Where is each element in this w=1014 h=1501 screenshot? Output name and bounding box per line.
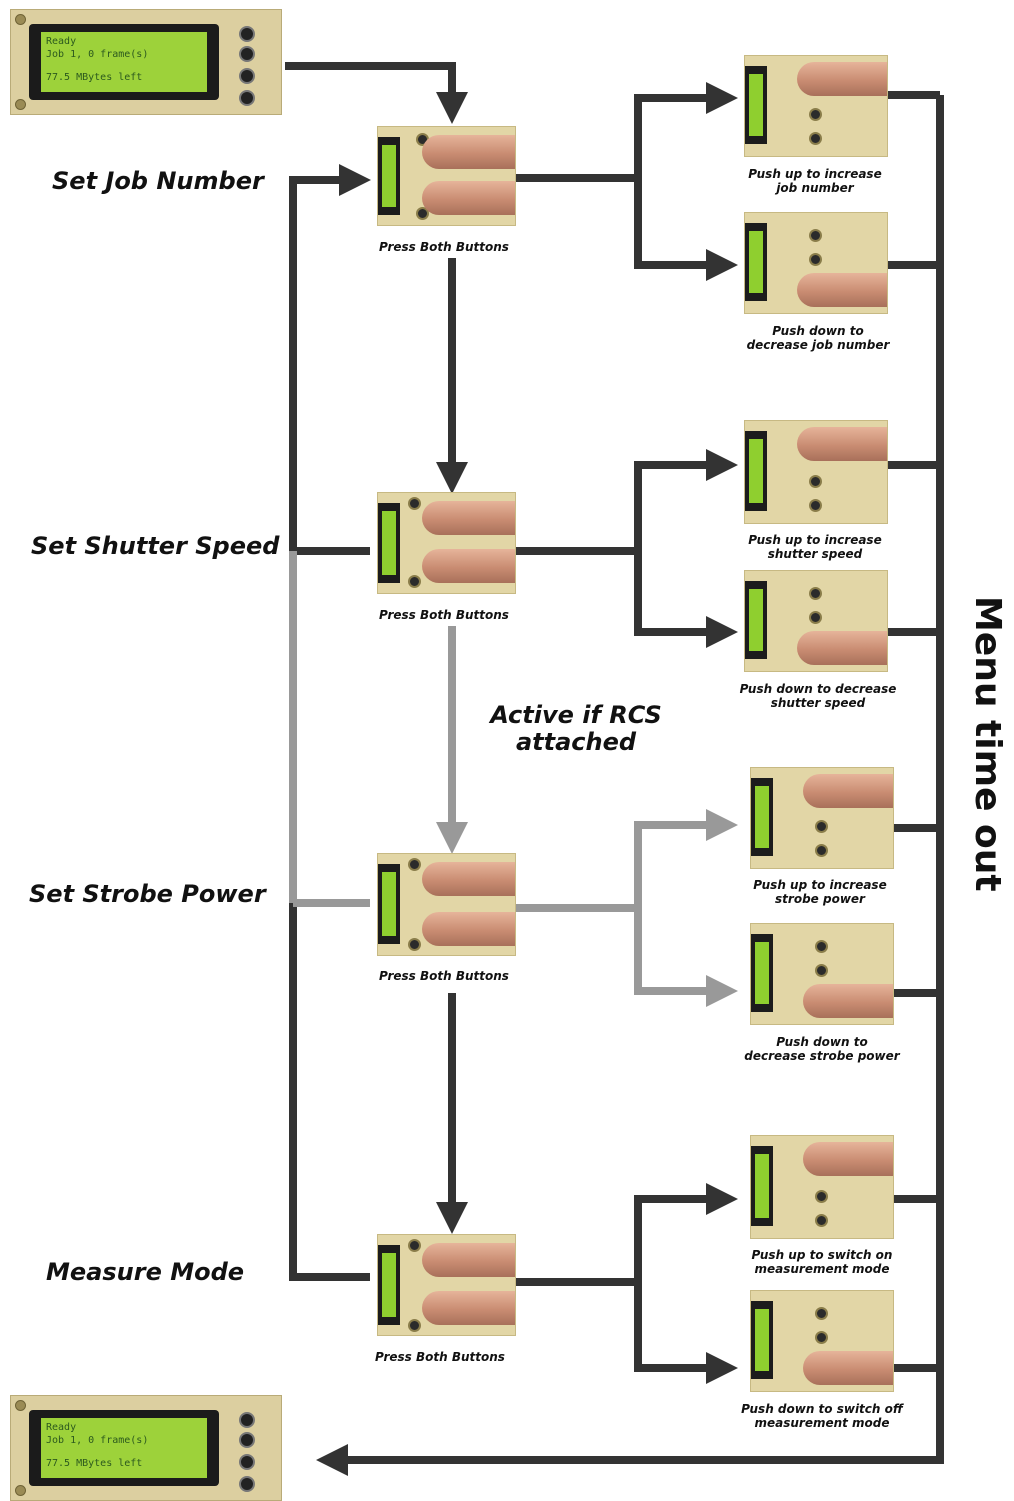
push-up-photo-1 [744,55,888,157]
step-label-shutter-speed: Set Shutter Speed [31,532,279,560]
device-button-icon [239,68,255,84]
screw-icon [15,99,26,110]
press-both-caption-1: Press Both Buttons [374,240,514,254]
device-button-icon [239,26,255,42]
device-button-icon [239,1432,255,1448]
lcd-screen: Ready Job 1, 0 frame(s) 77.5 MBytes left [41,1418,207,1478]
step-label-strobe-power: Set Strobe Power [29,880,266,908]
push-up-caption-1: Push up to increase job number [740,167,890,195]
lcd-screen: Ready Job 1, 0 frame(s) 77.5 MBytes left [41,32,207,92]
push-up-caption-2: Push up to increase shutter speed [740,533,890,561]
lcd-line-2: Job 1, 0 frame(s) [46,1434,202,1447]
push-down-caption-3: Push down to decrease strobe power [736,1035,908,1063]
device-button-icon [239,1454,255,1470]
device-button-icon [239,1412,255,1428]
device-button-icon [239,1476,255,1492]
press-both-photo-4 [377,1234,516,1336]
push-down-photo-3 [750,923,894,1025]
press-both-photo-3 [377,853,516,956]
return-loop-connector [293,180,370,1277]
rcs-note: Active if RCS attached [468,702,684,756]
press-both-photo-2 [377,492,516,594]
start-connector [285,66,452,108]
press-both-caption-3: Press Both Buttons [374,969,514,983]
device-button-icon [239,46,255,62]
push-up-photo-3 [750,767,894,869]
lcd-device-end: Ready Job 1, 0 frame(s) 77.5 MBytes left [10,1395,282,1501]
push-up-photo-4 [750,1135,894,1239]
menu-timeout-label: Menu time out [967,596,1008,892]
screw-icon [15,1400,26,1411]
push-up-caption-3: Push up to increase strobe power [744,878,896,906]
press-both-caption-4: Press Both Buttons [370,1350,510,1364]
step-label-measure-mode: Measure Mode [46,1258,244,1286]
device-button-icon [239,90,255,106]
screw-icon [15,14,26,25]
screw-icon [15,1485,26,1496]
push-down-caption-1: Push down to decrease job number [736,324,900,352]
lcd-bezel: Ready Job 1, 0 frame(s) 77.5 MBytes left [29,24,219,100]
lcd-line-3: 77.5 MBytes left [46,71,202,84]
push-down-photo-4 [750,1290,894,1392]
push-down-caption-2: Push down to decrease shutter speed [732,682,904,710]
push-up-caption-4: Push up to switch on measurement mode [740,1248,904,1276]
push-up-photo-2 [744,420,888,524]
lcd-line-3: 77.5 MBytes left [46,1457,202,1470]
lcd-line-1: Ready [46,1421,202,1434]
push-down-photo-1 [744,212,888,314]
step-label-job-number: Set Job Number [52,167,264,195]
press-both-caption-2: Press Both Buttons [374,608,514,622]
press-both-photo-1 [377,126,516,226]
lcd-line-2: Job 1, 0 frame(s) [46,48,202,61]
push-down-photo-2 [744,570,888,672]
push-down-caption-4: Push down to switch off measurement mode [734,1402,910,1430]
lcd-bezel: Ready Job 1, 0 frame(s) 77.5 MBytes left [29,1410,219,1486]
lcd-line-1: Ready [46,35,202,48]
lcd-device-start: Ready Job 1, 0 frame(s) 77.5 MBytes left [10,9,282,115]
